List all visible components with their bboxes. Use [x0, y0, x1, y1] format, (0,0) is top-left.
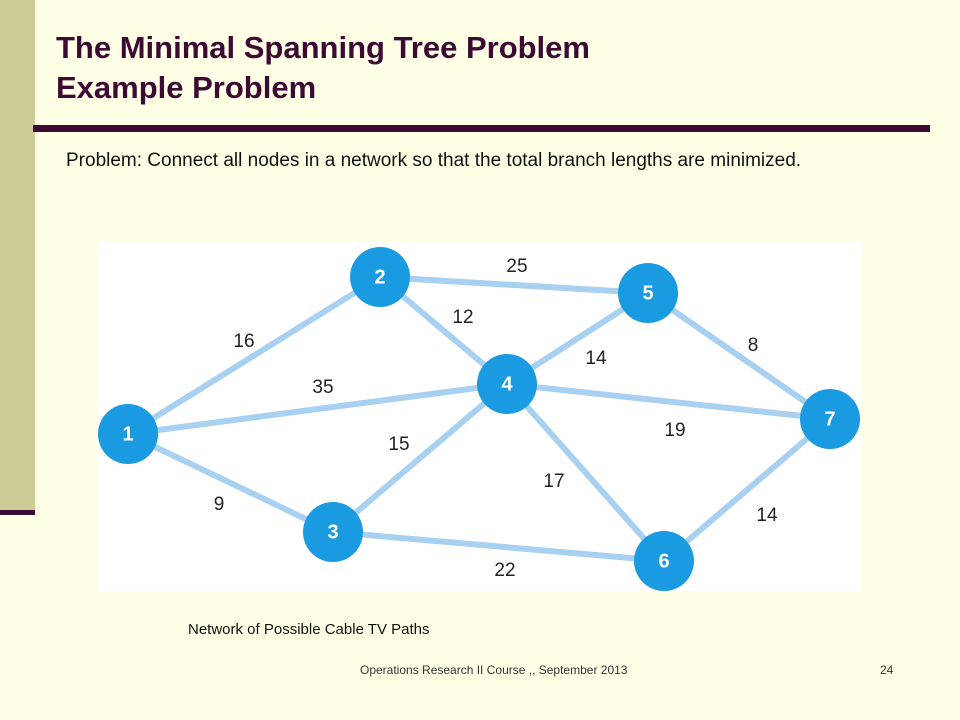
node-7 — [800, 389, 860, 449]
edge-5-7 — [645, 290, 833, 422]
edge-3-6 — [330, 529, 667, 564]
edge-weight-4-6: 17 — [543, 471, 564, 492]
node-3 — [303, 502, 363, 562]
title-divider — [33, 125, 930, 132]
edge-4-6 — [504, 381, 667, 564]
edge-weight-2-4: 12 — [452, 307, 473, 328]
edge-3-4 — [330, 381, 510, 535]
figure-caption: Network of Possible Cable TV Paths — [188, 621, 430, 638]
node-1 — [98, 404, 158, 464]
edge-weight-5-7: 8 — [748, 335, 759, 356]
node-label-3: 3 — [327, 521, 338, 543]
edge-6-7 — [661, 416, 833, 564]
edge-weight-3-4: 15 — [388, 434, 409, 455]
node-6 — [634, 531, 694, 591]
edge-weight-4-7: 19 — [664, 420, 685, 441]
edge-weight-2-5: 25 — [506, 256, 527, 277]
edge-weight-1-3: 9 — [214, 494, 225, 515]
problem-statement: Problem: Connect all nodes in a network … — [66, 150, 802, 171]
node-label-5: 5 — [642, 282, 653, 304]
slide-title: The Minimal Spanning Tree Problem Exampl… — [56, 28, 590, 108]
page-number: 24 — [880, 663, 894, 677]
node-label-4: 4 — [501, 373, 513, 395]
edge-weight-1-2: 16 — [233, 331, 254, 352]
edge-weight-6-7: 14 — [756, 505, 778, 526]
left-accent-bar — [0, 0, 35, 512]
edge-weight-1-4: 35 — [312, 377, 333, 398]
edge-4-7 — [504, 381, 833, 422]
node-label-7: 7 — [824, 408, 835, 430]
node-label-6: 6 — [658, 550, 669, 572]
title-line-2: Example Problem — [56, 70, 317, 105]
edge-2-5 — [377, 274, 651, 296]
node-4 — [477, 354, 537, 414]
node-2 — [350, 247, 410, 307]
edge-1-3 — [125, 431, 336, 535]
edge-1-4 — [125, 381, 510, 437]
edge-1-2 — [125, 274, 383, 437]
footer-text: Operations Research II Course ,, Septemb… — [360, 663, 628, 677]
node-5 — [618, 263, 678, 323]
title-line-1: The Minimal Spanning Tree Problem — [56, 30, 590, 65]
edge-weight-3-6: 22 — [494, 560, 515, 581]
node-label-1: 1 — [122, 423, 133, 445]
left-accent-tick — [0, 510, 35, 515]
node-label-2: 2 — [374, 266, 385, 288]
edge-weight-4-5: 14 — [585, 348, 607, 369]
